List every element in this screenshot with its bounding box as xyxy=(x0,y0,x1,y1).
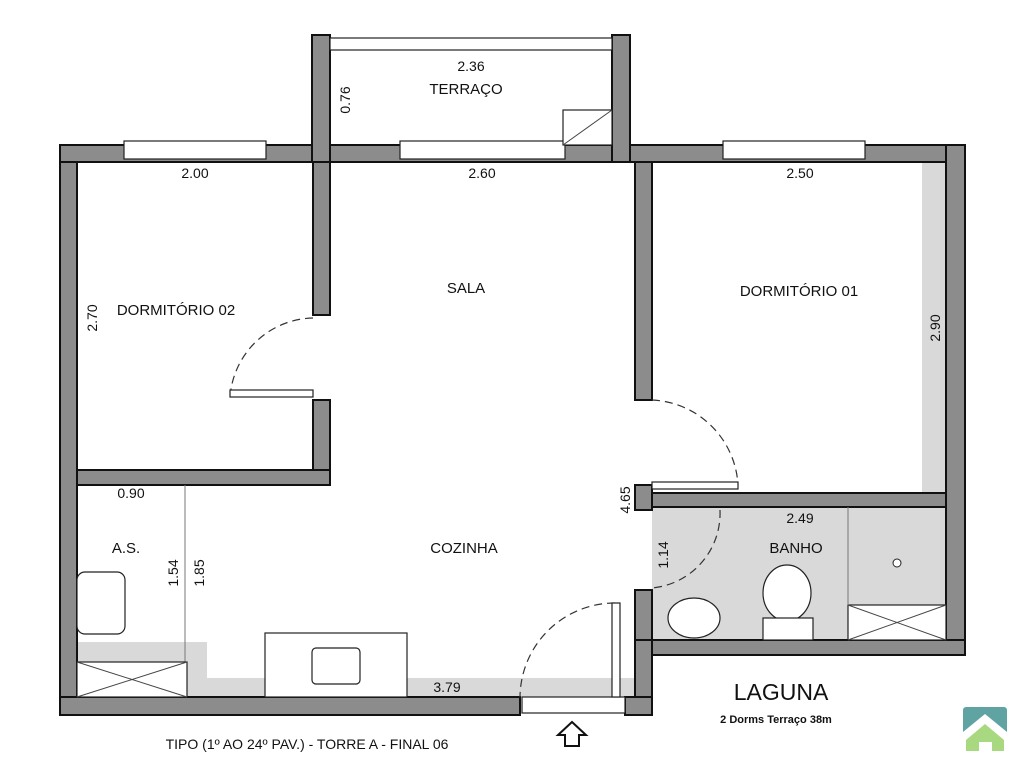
room-label-banho: BANHO xyxy=(769,540,822,557)
room-label-cozinha: COZINHA xyxy=(430,540,498,557)
dim-dorm02-depth: 2.70 xyxy=(84,304,100,331)
dorm01-door-swing[interactable] xyxy=(651,399,739,486)
entrance-threshold xyxy=(521,696,626,714)
project-title: LAGUNA xyxy=(734,679,829,705)
dim-dorm01-depth: 2.90 xyxy=(927,314,943,341)
dorm02-door-swing[interactable] xyxy=(229,317,314,399)
dorm01-door[interactable] xyxy=(651,481,739,490)
dim-sala-width: 2.60 xyxy=(468,165,495,181)
laundry-tank xyxy=(76,571,126,635)
sala-window xyxy=(399,140,566,160)
dorm02-window xyxy=(123,140,267,160)
entrance-door-swing[interactable] xyxy=(519,602,616,698)
entrance-door[interactable] xyxy=(611,602,621,698)
banho-door-swing[interactable] xyxy=(651,509,721,589)
room-label-dorm01: DORMITÓRIO 01 xyxy=(740,283,858,300)
plan-caption: TIPO (1º AO 24º PAV.) - TORRE A - FINAL … xyxy=(166,736,449,752)
dorm01-window xyxy=(722,140,866,160)
dim-as-depth-1: 1.54 xyxy=(165,559,181,586)
dim-terraco-width: 2.36 xyxy=(457,58,484,74)
entrance-arrow-icon xyxy=(555,720,589,747)
room-label-terraco: TERRAÇO xyxy=(429,81,502,98)
dim-banho-depth: 1.14 xyxy=(655,541,671,568)
room-label-dorm02: DORMITÓRIO 02 xyxy=(117,302,235,319)
dim-banho-width: 2.49 xyxy=(786,510,813,526)
kitchen-sink xyxy=(311,647,361,685)
dim-cozinha-width: 3.79 xyxy=(433,679,460,695)
project-subtitle: 2 Dorms Terraço 38m xyxy=(720,714,832,726)
toilet-tank xyxy=(762,617,814,641)
dim-as-width: 0.90 xyxy=(117,485,144,501)
house-logo-icon xyxy=(963,707,1007,751)
room-label-sala: SALA xyxy=(447,280,485,297)
dim-sala-depth: 4.65 xyxy=(617,486,633,513)
dim-terraco-depth: 0.76 xyxy=(337,86,353,113)
dim-dorm01-width: 2.50 xyxy=(786,165,813,181)
shower-head xyxy=(892,558,902,568)
dim-as-depth-2: 1.85 xyxy=(191,559,207,586)
terrace-railing xyxy=(329,37,613,51)
bathroom-sink xyxy=(667,597,721,639)
room-label-as: A.S. xyxy=(112,540,140,557)
dorm02-door[interactable] xyxy=(229,389,314,398)
toilet xyxy=(762,564,812,622)
dorm01-closet-area xyxy=(922,162,946,494)
dim-dorm02-width: 2.00 xyxy=(181,165,208,181)
